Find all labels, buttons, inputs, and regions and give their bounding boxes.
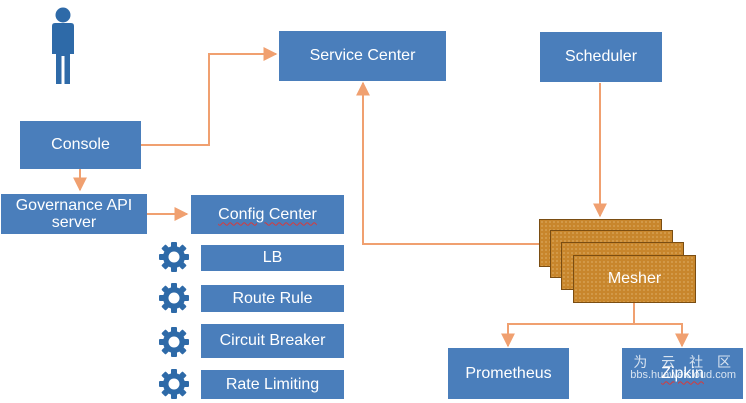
governance-api-server-label: Governance API server [15,197,133,231]
prometheus-box: Prometheus [448,348,569,399]
zipkin-label: Zipkin [661,364,704,382]
governance-api-server-box: Governance API server [1,194,147,234]
mesher-label: Mesher [607,270,662,287]
rate-limiting-box: Rate Limiting [201,370,344,399]
arrow-console-to-service-center [141,47,278,146]
gear-icon [159,242,189,272]
circuit-breaker-box: Circuit Breaker [201,324,344,358]
gear-icon [159,369,189,399]
watermark-url: bbs.huaweicloud.com [630,369,736,381]
arrow-mesher-to-zipkin [634,323,689,348]
config-center-label: Config Center [218,205,317,223]
mesher-box: Mesher [573,255,696,303]
lb-box: LB [201,245,344,271]
console-box: Console [20,121,141,169]
zipkin-box: Zipkin [622,348,743,399]
circuit-breaker-label: Circuit Breaker [219,332,326,349]
route-rule-box: Route Rule [201,285,344,312]
watermark-cn: 华 为 云 社 区 [605,354,736,370]
config-center-box: Config Center [191,195,344,234]
prometheus-label: Prometheus [465,364,552,382]
console-label: Console [51,136,110,153]
service-center-box: Service Center [279,31,446,81]
service-center-label: Service Center [309,47,416,64]
route-rule-label: Route Rule [232,289,313,307]
watermark: 华 为 云 社 区 bbs.huaweicloud.com [605,354,736,382]
person-icon [52,7,74,84]
rate-limiting-label: Rate Limiting [225,375,320,393]
gear-icon [159,327,189,357]
arrow-mesher-to-prometheus [501,303,635,348]
scheduler-label: Scheduler [564,48,638,65]
gear-icon [159,283,189,313]
scheduler-box: Scheduler [540,32,662,82]
arrow-mesher-to-service-center [356,81,540,245]
lb-label: LB [262,249,283,266]
